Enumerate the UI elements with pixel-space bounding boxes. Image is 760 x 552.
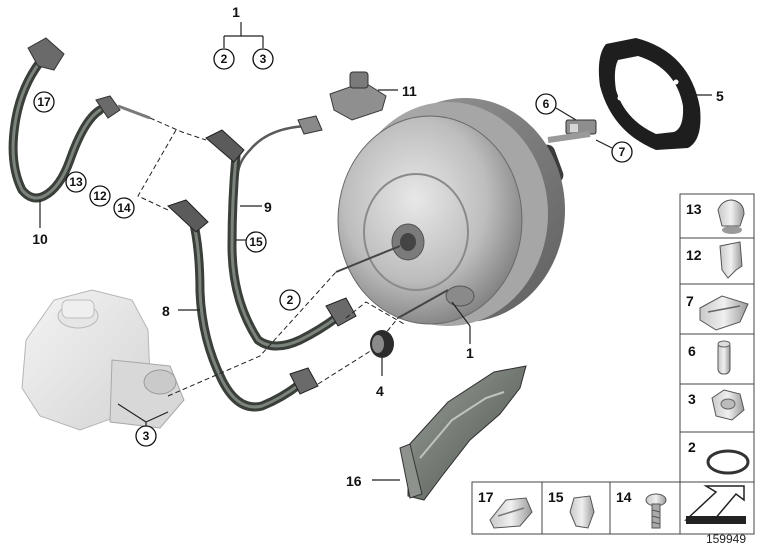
label-1-top: 1 (232, 4, 240, 20)
arrow-icon (684, 485, 746, 524)
table-label-7: 7 (686, 293, 694, 309)
label-11: 11 (402, 83, 417, 99)
label-13: 13 (69, 175, 83, 189)
table-cell: 15 (548, 489, 595, 529)
table-row: 3 (688, 389, 745, 421)
callout-circle-12 (89, 185, 111, 207)
label-3-bottom: 3 (143, 429, 150, 443)
table-cell: 17 (478, 489, 533, 529)
table-label-15: 15 (548, 489, 564, 505)
label-12: 12 (93, 189, 107, 203)
grommet-part-4: 4 (370, 330, 394, 399)
table-cell: 14 (616, 489, 667, 529)
table-label-2: 2 (688, 439, 696, 455)
label-2-top: 2 (221, 52, 228, 66)
table-label-6: 6 (688, 343, 696, 359)
callout-circle-13 (65, 171, 87, 193)
callout-circle-14 (113, 197, 135, 219)
table-label-3: 3 (688, 391, 696, 407)
label-17: 17 (37, 95, 51, 109)
vacuum-hose-part-9: 9 15 (205, 115, 357, 351)
gasket-part-5: 5 (598, 38, 724, 150)
label-2-mid: 2 (287, 293, 294, 307)
parts-table-right: 13 12 7 6 3 2 (679, 193, 755, 535)
label-1-booster: 1 (466, 345, 474, 361)
clevis-part-6: 6 7 (535, 93, 633, 163)
label-7: 7 (619, 145, 626, 159)
label-16: 16 (346, 473, 362, 489)
label-3-top: 3 (260, 52, 267, 66)
table-label-12: 12 (686, 247, 702, 263)
table-row: 6 (688, 340, 731, 375)
table-row: 13 (686, 199, 745, 234)
document-number: 159949 (705, 532, 746, 546)
table-label-14: 14 (616, 489, 632, 505)
label-4: 4 (376, 383, 384, 399)
label-6: 6 (543, 97, 550, 111)
label-15: 15 (249, 235, 263, 249)
label-14: 14 (117, 201, 131, 215)
label-9: 9 (264, 199, 272, 215)
callout-group-top: 1 2 3 (213, 4, 274, 70)
table-label-17: 17 (478, 489, 494, 505)
callout-circle-17 (33, 91, 55, 113)
callout-circle-15 (245, 231, 267, 253)
table-row: 2 (688, 439, 750, 475)
callout-circle-2-top (213, 48, 235, 70)
fluid-reservoir: 3 (21, 289, 185, 447)
sensor-part-11: 11 (329, 71, 417, 121)
callout-circle-2-mid (279, 289, 301, 311)
label-8: 8 (162, 303, 170, 319)
bracket-part-16: 16 (346, 365, 527, 501)
callout-circle-7 (611, 141, 633, 163)
label-5: 5 (716, 88, 724, 104)
assembly-lines: 2 (137, 117, 405, 397)
callout-circle-3-top (252, 48, 274, 70)
table-label-13: 13 (686, 201, 702, 217)
vacuum-hose-part-10: 17 13 12 14 10 (8, 37, 151, 247)
label-10: 10 (32, 231, 48, 247)
callout-circle-3-bottom (135, 425, 157, 447)
vacuum-hose-part-8: 8 (162, 199, 319, 412)
brake-booster-part-1: 1 (335, 98, 565, 361)
table-row: 7 (686, 293, 749, 331)
parts-table-bottom: 17 15 14 (471, 481, 681, 535)
callout-circle-6 (535, 93, 557, 115)
table-row: 12 (686, 241, 743, 279)
